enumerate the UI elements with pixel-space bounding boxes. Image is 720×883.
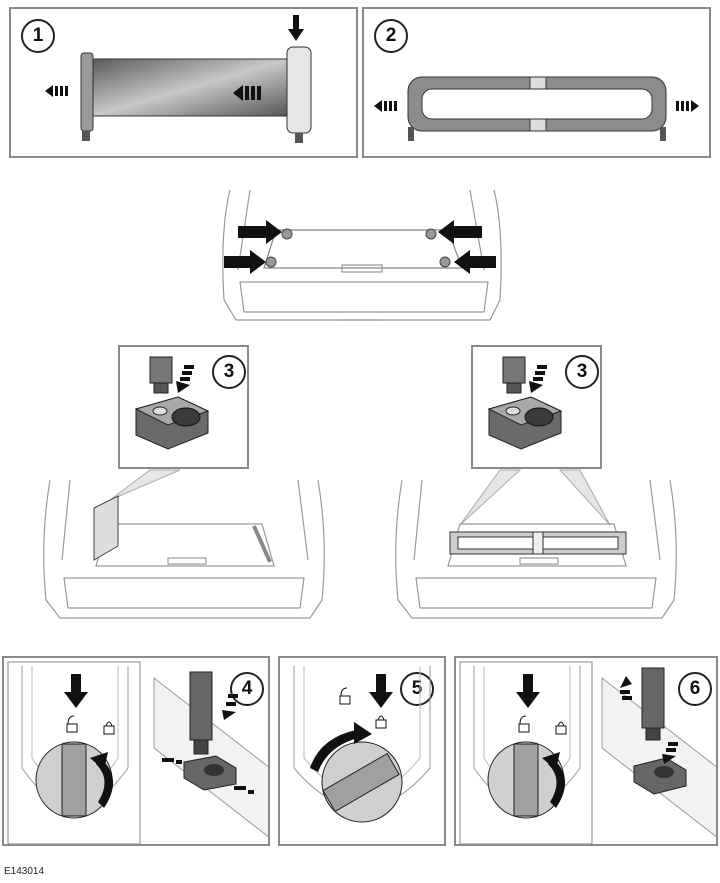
panel-step-5: 5	[278, 656, 446, 846]
lock-closed-icon	[375, 715, 387, 729]
detail-step-3-right: 3	[471, 345, 602, 469]
arrow-left-icon	[45, 85, 68, 97]
arrow-left-icon	[233, 85, 261, 101]
rotate-arrow-icon	[90, 752, 114, 808]
step-number-6: 6	[678, 672, 712, 706]
arrow-down-icon	[64, 674, 88, 708]
rotate-arrow-icon	[310, 722, 372, 772]
arrow-left-icon	[438, 220, 482, 244]
lock-knob-and-anchor-illustration	[7, 661, 268, 844]
step-number-5: 5	[400, 672, 434, 706]
arrow-right-icon	[238, 220, 282, 244]
anchor-socket-illustration	[487, 356, 563, 450]
figure-code: E143014	[4, 866, 45, 877]
step-number-1: 1	[21, 19, 55, 53]
lock-open-icon	[66, 715, 78, 733]
retractable-cover-illustration	[45, 15, 312, 143]
arrow-right-icon	[676, 100, 699, 112]
step-number-2: 2	[374, 19, 408, 53]
lock-closed-icon	[555, 721, 567, 735]
lock-open-icon	[518, 715, 530, 733]
arrow-up-icon	[620, 676, 632, 700]
panel-step-2: 2	[362, 7, 711, 158]
anchor-socket-illustration	[134, 356, 210, 450]
step-number-3b: 3	[565, 355, 599, 389]
lock-closed-icon	[103, 721, 115, 735]
panel-step-1: 1	[9, 7, 358, 158]
rotate-arrow-icon	[542, 752, 566, 808]
arrow-left-icon	[454, 250, 496, 274]
detail-step-3-left: 3	[118, 345, 249, 469]
arrow-down-icon	[369, 674, 393, 708]
lock-knob-illustration	[293, 666, 431, 823]
arrow-right-icon	[224, 250, 266, 274]
lock-knob-and-anchor-illustration	[459, 661, 716, 844]
barrier-frame-illustration	[374, 76, 699, 141]
panel-step-6: 6	[454, 656, 718, 846]
arrow-down-icon	[288, 15, 304, 41]
step-number-4: 4	[230, 672, 264, 706]
lock-open-icon	[339, 687, 351, 705]
step-number-3a: 3	[212, 355, 246, 389]
panel-step-4: 4	[2, 656, 270, 846]
arrow-left-icon	[374, 100, 397, 112]
arrow-down-icon	[516, 674, 540, 708]
